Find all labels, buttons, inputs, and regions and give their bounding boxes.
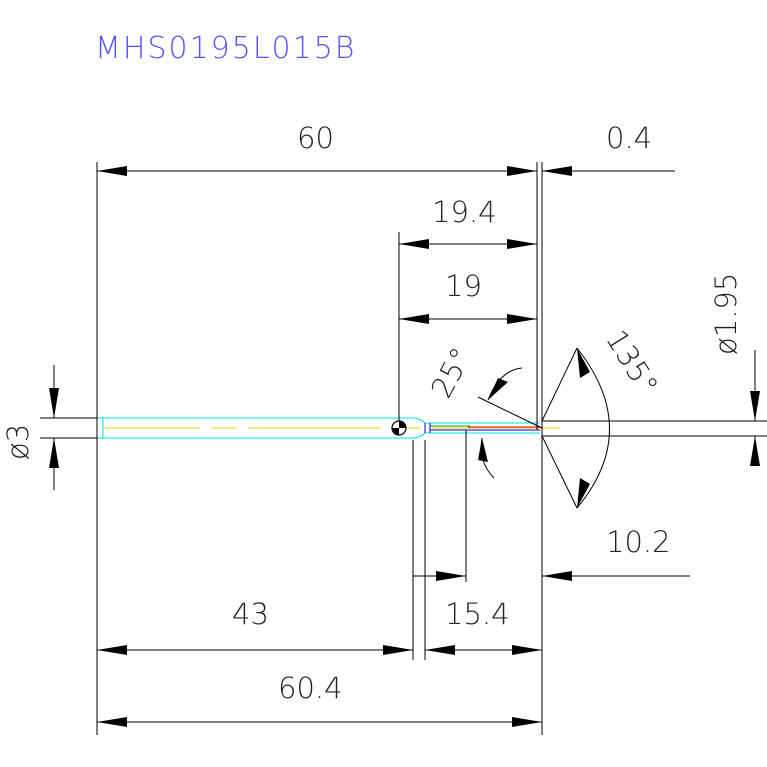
- dim-neck-length-outer: 19.4: [432, 195, 497, 229]
- neck-outline: [424, 422, 540, 434]
- shank-outline: [96, 417, 426, 439]
- dim-tip-offset: 0.4: [606, 121, 652, 155]
- datum-symbol: [391, 420, 407, 436]
- drawing-title: MHS0195L015B: [95, 31, 356, 66]
- dim-neck-length-inner: 19: [445, 269, 482, 303]
- dimension-arrows: [49, 166, 760, 727]
- dim-total-length-top: 60: [297, 121, 334, 155]
- dim-taper-angle: 25°: [424, 342, 478, 403]
- dim-flute-length: 10.2: [606, 525, 671, 559]
- dim-tip-diameter: ø1.95: [709, 273, 743, 355]
- dim-point-angle: 135°: [599, 324, 665, 401]
- dim-neck-length-bottom: 15.4: [445, 597, 510, 631]
- tool-body: [96, 417, 560, 439]
- dimension-labels: 60 0.4 19.4 19 10.2 43 15.4 60.4 25° 135…: [1, 121, 743, 705]
- dim-shank-diameter: ø3: [1, 424, 35, 460]
- dim-shank-length: 43: [232, 597, 269, 631]
- dim-overall-length: 60.4: [278, 671, 343, 705]
